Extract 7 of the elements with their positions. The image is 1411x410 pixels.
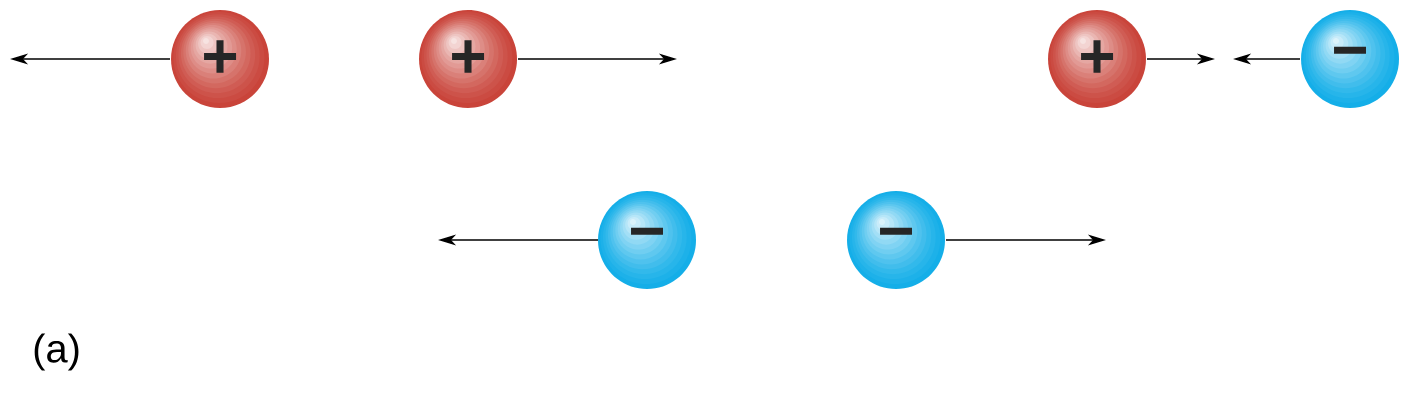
charge-ball: +: [1048, 10, 1146, 108]
panel-label: (a): [34, 333, 79, 371]
charge-ball: −: [847, 191, 945, 289]
charge-ball: +: [171, 10, 269, 108]
charge-ball: −: [1301, 10, 1399, 108]
charge-ball: +: [419, 10, 517, 108]
charge-ball: −: [598, 191, 696, 289]
